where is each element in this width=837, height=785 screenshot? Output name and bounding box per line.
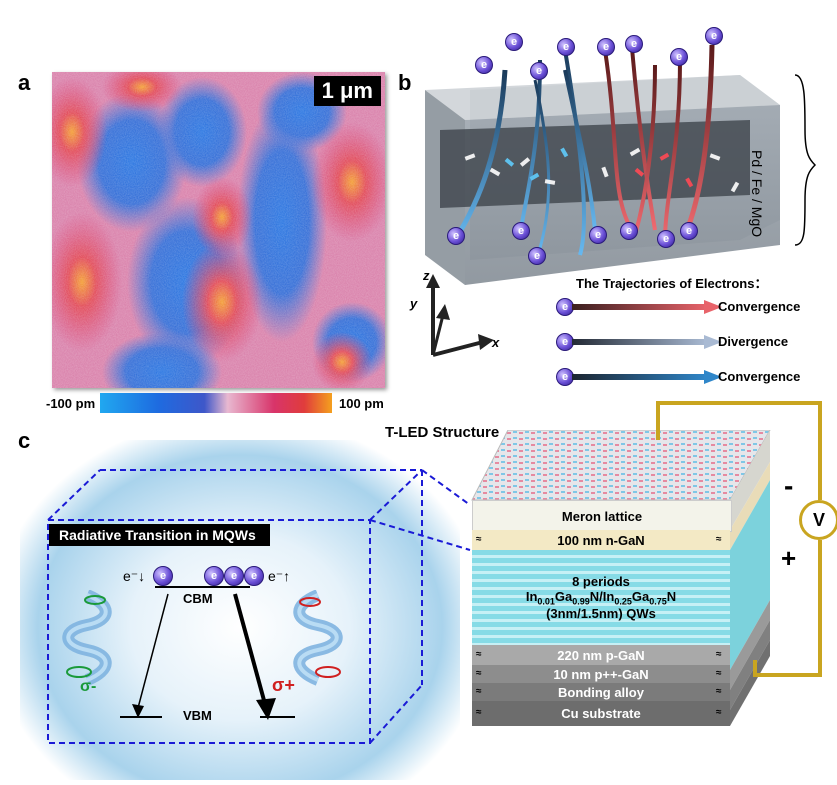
layer-qw-thickness: (3nm/1.5nm) QWs: [546, 606, 656, 622]
legend-label: Convergence: [718, 369, 801, 384]
formula-part: Ga: [554, 588, 573, 604]
approx-mark: ≈: [716, 649, 722, 660]
approx-mark: ≈: [476, 707, 482, 718]
layer-meron-label: Meron lattice: [561, 508, 643, 524]
legend-row-1: e Convergence: [556, 296, 826, 318]
colorbar: [100, 393, 332, 413]
layer-cu: Cu substrate: [472, 701, 730, 726]
formula-sub: 0.25: [614, 596, 632, 607]
legend-label: Convergence: [718, 299, 801, 314]
stack-side-face: [730, 430, 770, 726]
layer-bonding: Bonding alloy: [472, 683, 730, 701]
layer-ppgan-label: 10 nm p++-GaN: [553, 666, 649, 682]
layer-ppgan: 10 nm p++-GaN: [472, 665, 730, 683]
colorbar-min-label: -100 pm: [46, 396, 96, 411]
formula-part: N: [666, 588, 677, 604]
colorbar-max-label: 100 pm: [339, 396, 384, 411]
electron-icon: e: [512, 222, 530, 240]
arrow-icon: [572, 300, 722, 314]
spin-up-label: e⁻↑: [268, 568, 291, 584]
electron-icon: e: [475, 56, 493, 74]
minus-sign: -: [784, 470, 794, 501]
approx-mark: ≈: [476, 686, 482, 697]
sigma-minus-label: σ-: [80, 678, 97, 695]
afm-image: 1 μm: [52, 72, 385, 388]
mqw-box-outline: [47, 469, 471, 744]
arrow-icon: [572, 335, 722, 349]
layer-stack: Meron lattice 100 nm n-GaN 8 periods In0…: [470, 430, 820, 740]
electron-icon: e: [244, 566, 264, 586]
vbm-label: VBM: [183, 708, 212, 723]
band-diagram: [120, 586, 295, 720]
layer-qw-formula: In0.01Ga0.99N/In0.25Ga0.75N: [526, 589, 676, 607]
voltage-label: V: [812, 509, 825, 530]
legend-row-2: e Divergence: [556, 331, 826, 353]
electron-icon: e: [670, 48, 688, 66]
approx-mark: ≈: [476, 649, 482, 660]
panel-b-label: b: [398, 70, 412, 95]
electron-icon: e: [204, 566, 224, 586]
approx-mark: ≈: [716, 668, 722, 679]
formula-part: Ga: [631, 588, 650, 604]
approx-mark: ≈: [716, 707, 722, 718]
legend-label: Divergence: [718, 334, 789, 349]
spin-down-label: e⁻↓: [123, 568, 146, 584]
formula-part: N/In: [589, 588, 615, 604]
electron-icon: e: [625, 35, 643, 53]
layer-periods-label: 8 periods: [572, 573, 630, 589]
electron-icon: e: [620, 222, 638, 240]
arrow-icon: [572, 370, 722, 384]
axes-icon: [426, 274, 494, 357]
electron-icon: e: [597, 38, 615, 56]
axis-x-label: x: [492, 335, 500, 350]
axis-z-label: z: [423, 268, 430, 283]
electron-icon: e: [505, 33, 523, 51]
structure-title: T-LED Structure: [385, 424, 500, 441]
electron-icon: e: [528, 247, 546, 265]
voltage-source-icon: V: [799, 500, 837, 540]
electron-icon: e: [556, 368, 574, 386]
circuit-wire: [656, 401, 822, 677]
panel-a-label: a: [18, 70, 31, 95]
layer-ngan-label: 100 nm n-GaN: [557, 532, 645, 548]
cbm-label: CBM: [183, 591, 213, 606]
electron-icon: e: [657, 230, 675, 248]
plus-sign: +: [781, 543, 797, 573]
electron-icon: e: [224, 566, 244, 586]
layer-pgan: 220 nm p-GaN: [472, 645, 730, 665]
box-3d-diagram: [425, 44, 817, 285]
approx-mark: ≈: [716, 686, 722, 697]
afm-map-svg: [52, 72, 385, 388]
formula-sub: 0.75: [649, 596, 667, 607]
electron-icon: e: [589, 226, 607, 244]
approx-mark: ≈: [476, 534, 482, 545]
formula-sub: 0.99: [572, 596, 590, 607]
electron-icon: e: [447, 227, 465, 245]
helix-right-icon: [293, 590, 343, 686]
sigma-plus-label: σ+: [272, 675, 295, 695]
layer-ngan: 100 nm n-GaN: [472, 530, 730, 550]
electron-icon: e: [557, 38, 575, 56]
electron-icon: e: [680, 222, 698, 240]
scale-bar: 1 μm: [313, 76, 381, 106]
helix-left-icon: [62, 590, 112, 686]
electron-icon: e: [530, 62, 548, 80]
approx-mark: ≈: [476, 668, 482, 679]
formula-sub: 0.01: [537, 596, 555, 607]
formula-part: In: [525, 588, 538, 604]
layer-qw: 8 periods In0.01Ga0.99N/In0.25Ga0.75N (3…: [472, 550, 730, 645]
approx-mark: ≈: [716, 534, 722, 545]
electron-icon: e: [705, 27, 723, 45]
layer-bonding-label: Bonding alloy: [558, 684, 644, 700]
trajectories-title: The Trajectories of Electrons：: [576, 276, 768, 291]
layer-cu-label: Cu substrate: [561, 706, 641, 721]
axis-y-label: y: [410, 296, 418, 311]
mqw-title: Radiative Transition in MQWs: [49, 524, 270, 546]
layer-pgan-label: 220 nm p-GaN: [557, 647, 645, 663]
legend-row-3: e Convergence: [556, 366, 826, 388]
material-stack-label: Pd / Fe / MgO: [749, 150, 765, 238]
electron-icon: e: [153, 566, 173, 586]
